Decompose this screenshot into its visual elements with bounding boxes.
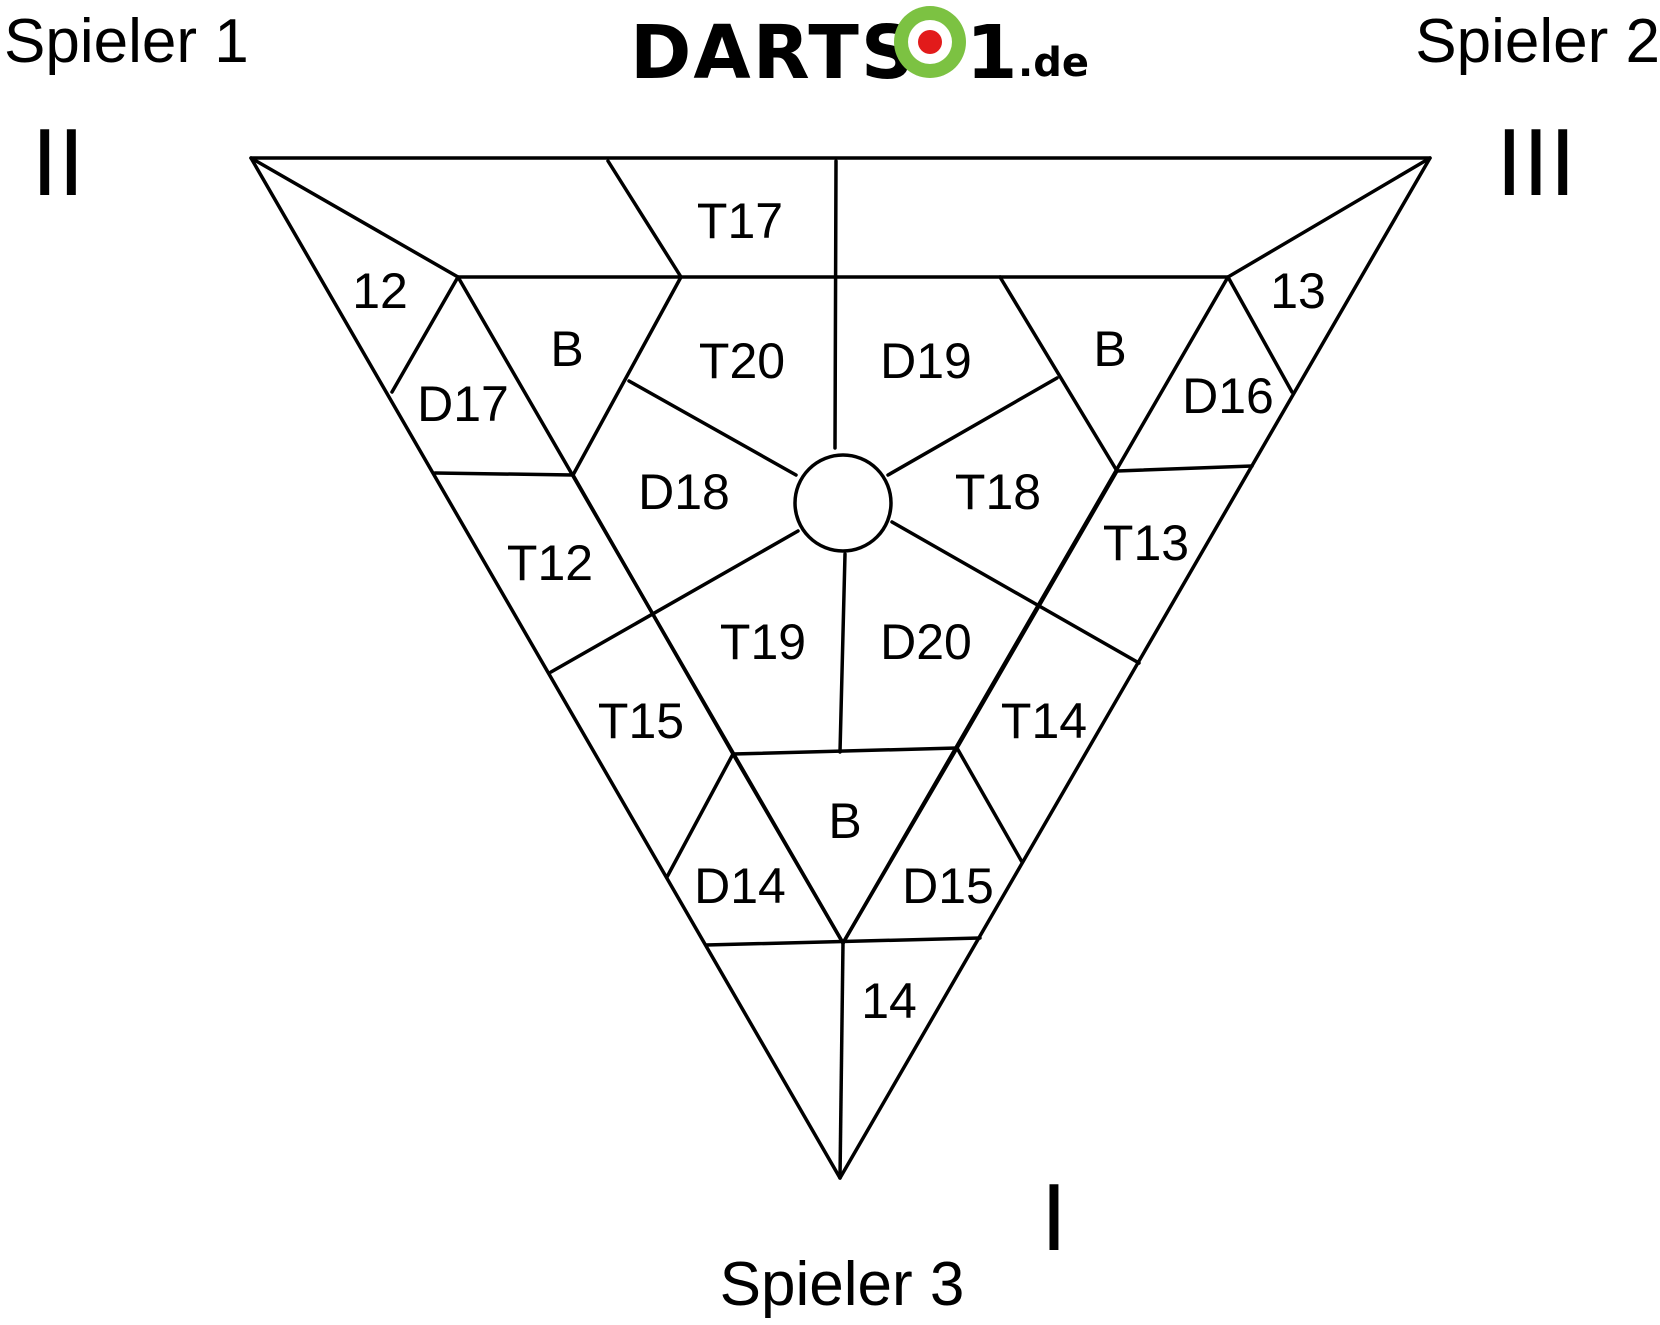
region-13: 13 [1270, 263, 1326, 319]
region-d19: D19 [880, 333, 972, 389]
corner-line-bottom [838, 941, 845, 1180]
region-d14: D14 [694, 858, 786, 914]
region-t17: T17 [697, 193, 783, 249]
spoke-lower-left [549, 529, 800, 674]
bottom-b-left-edge [731, 752, 845, 945]
region-12: 12 [352, 263, 408, 319]
spoke-upper-right [886, 376, 1059, 477]
d17-divider [390, 275, 460, 394]
player-1-label: Spieler 1 [4, 7, 249, 76]
logo-digit: 1 [966, 10, 1020, 96]
roman-numeral-right: III [1496, 109, 1576, 216]
region-t14: T14 [1001, 693, 1087, 749]
player-2-label: Spieler 2 [1415, 7, 1660, 76]
corner-line-left [249, 156, 460, 279]
bottom-b-top-edge [731, 746, 959, 756]
region-14: 14 [861, 973, 917, 1029]
t17-divider [606, 159, 683, 279]
region-labels: T17 12 13 B B T20 D19 D17 D16 D18 T18 T1… [352, 193, 1326, 1029]
corner-line-right [1226, 156, 1432, 279]
region-d20: D20 [880, 614, 972, 670]
region-b-right: B [1093, 321, 1126, 377]
region-d15: D15 [902, 858, 994, 914]
d14-outer-divider [665, 752, 735, 879]
region-t15: T15 [598, 693, 684, 749]
region-t19: T19 [720, 614, 806, 670]
region-d18: D18 [638, 464, 730, 520]
region-b-left: B [550, 321, 583, 377]
top-vertical-divider [833, 159, 838, 450]
region-t13: T13 [1103, 515, 1189, 571]
region-d17: D17 [417, 376, 509, 432]
region-d16: D16 [1182, 368, 1274, 424]
player-3-label: Spieler 3 [720, 1250, 965, 1319]
logo-tld: .de [1018, 40, 1089, 86]
darts01-logo: DARTS 1 .de [630, 6, 1089, 96]
logo-word: DARTS [630, 10, 916, 96]
region-t20: T20 [699, 333, 785, 389]
b-right-left-edge [998, 275, 1119, 473]
spoke-upper-left [627, 379, 798, 477]
d15-outer-divider [955, 746, 1024, 864]
t13-top-divider [1115, 464, 1254, 473]
outer-triangle [249, 156, 1432, 1180]
d16-divider [1226, 275, 1294, 394]
region-t18: T18 [955, 464, 1041, 520]
dartboard-logo-icon [894, 6, 966, 78]
region-t12: T12 [507, 535, 593, 591]
bottom-b-right-edge [841, 746, 959, 945]
region-b-bottom: B [828, 793, 861, 849]
right-inner-diagonal [955, 469, 1119, 750]
spoke-lower-right [890, 520, 1141, 665]
roman-numeral-left: II [31, 109, 84, 216]
spoke-bottom [838, 552, 847, 754]
roman-numeral-bottom: I [1041, 1164, 1068, 1271]
t12-top-divider [433, 471, 575, 477]
b-left-right-edge [571, 275, 683, 477]
bull-circle [793, 453, 893, 553]
